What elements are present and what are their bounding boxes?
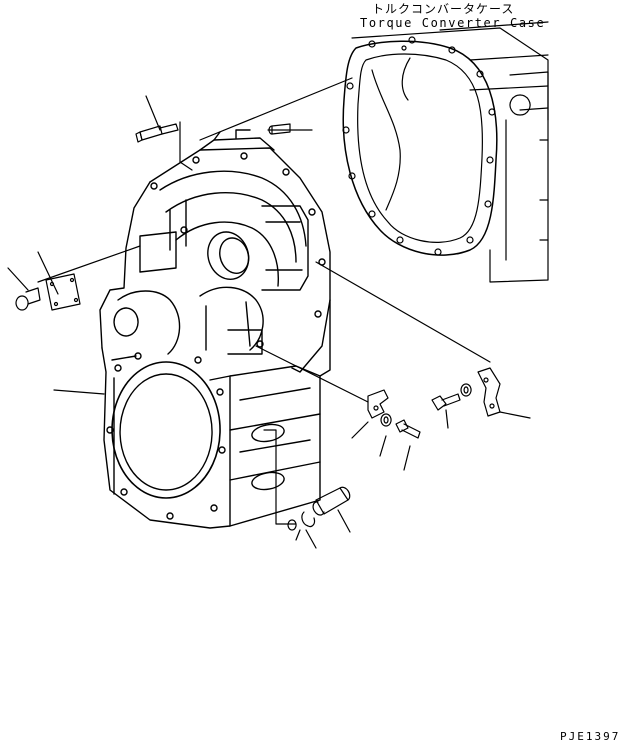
drawing-code: PJE1397 [560, 730, 621, 743]
bracket-right [478, 368, 500, 416]
flange-bolt-holes [343, 37, 495, 255]
torque-converter-case-label-jp: トルクコンバータケース [372, 2, 515, 16]
transmission-case [100, 130, 330, 528]
retaining-clip [302, 512, 315, 527]
cover-plate [46, 274, 80, 310]
case-bolt-holes [107, 153, 325, 519]
leader-lines [8, 78, 530, 548]
o-ring-small [288, 520, 296, 530]
torque-converter-case [343, 22, 548, 282]
torque-converter-case-label: Torque Converter Case [360, 16, 546, 30]
bolt-right [432, 394, 460, 410]
dowel-pin [269, 124, 290, 134]
washer-right [461, 384, 471, 396]
washer [381, 414, 391, 426]
bracket [368, 390, 388, 418]
plug-left [16, 288, 40, 310]
sensor-plug [313, 487, 350, 515]
bolt-lower [396, 420, 420, 438]
bolt-top [136, 124, 178, 142]
